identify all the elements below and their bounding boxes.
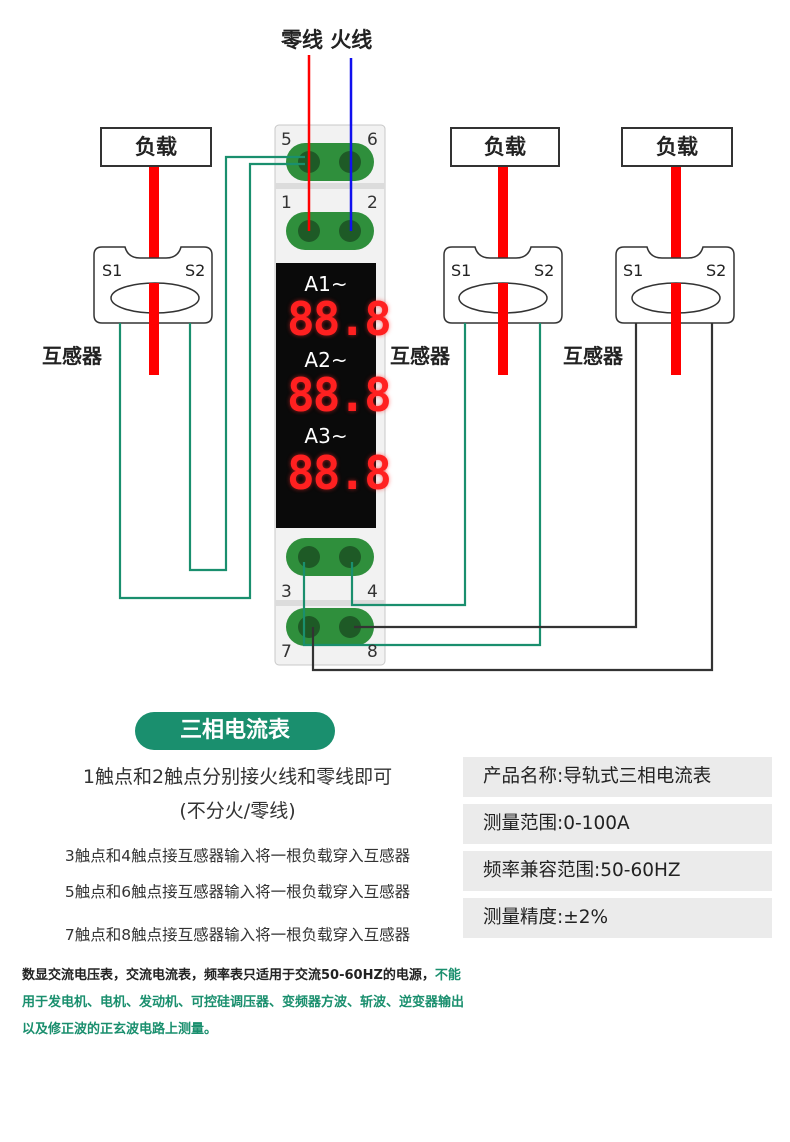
terminal-num-8: 8	[367, 642, 378, 662]
display-digits-a1: 88.8	[287, 292, 392, 346]
ct-2-s2: S2	[534, 261, 555, 280]
note-terminals-7-8: 7触点和8触点接互感器输入将一根负载穿入互感器	[64, 926, 411, 944]
ct-3-wires	[311, 323, 714, 672]
neutral-label: 零线	[281, 28, 323, 52]
warning-part-1: 数显交流电压表，交流电流表，频率表只适用于交流50-60HZ的电源，	[22, 968, 435, 983]
spec-accuracy: 测量精度:±2%	[463, 898, 772, 938]
warning-part-2: 不能用于发电机、电机、发动机、可控硅调压器、变频器方波、斩波、逆变器输出以及修正…	[22, 968, 465, 1037]
display-digits-a3: 88.8	[287, 446, 392, 500]
ct-2-wires	[302, 323, 542, 647]
terminal-num-6: 6	[367, 130, 378, 150]
terminal-num-5: 5	[281, 130, 292, 150]
display-digits-a2: 88.8	[287, 368, 392, 422]
terminal-num-7: 7	[281, 642, 292, 662]
wire-labels: 零线 火线	[281, 24, 372, 54]
display-label-a2: A2~	[304, 348, 348, 372]
terminal-num-3: 3	[281, 582, 292, 602]
note-terminals-5-6: 5触点和6触点接互感器输入将一根负载穿入互感器	[64, 883, 411, 901]
spec-frequency-range: 频率兼容范围:50-60HZ	[463, 851, 772, 891]
spec-measure-range: 测量范围:0-100A	[463, 804, 772, 844]
terminal-num-1: 1	[281, 193, 292, 213]
display-label-a1: A1~	[304, 272, 348, 296]
ct-label-3: 互感器	[563, 344, 623, 368]
ct-1-s2: S2	[185, 261, 206, 280]
ct-3-s2: S2	[706, 261, 727, 280]
load-box-1: 负载	[100, 127, 212, 167]
load-box-2: 负载	[450, 127, 560, 167]
terminal-num-4: 4	[367, 582, 378, 602]
terminal-1-2	[286, 212, 374, 250]
display-label-a3: A3~	[304, 424, 348, 448]
warning-text: 数显交流电压表，交流电流表，频率表只适用于交流50-60HZ的电源，不能用于发电…	[22, 962, 472, 1043]
note-line-1: 1触点和2触点分别接火线和零线即可	[82, 766, 393, 788]
title-pill: 三相电流表	[135, 712, 335, 750]
ct-label-1: 互感器	[42, 344, 102, 368]
ct-2-s1: S1	[451, 261, 472, 280]
wiring-diagram	[93, 55, 735, 672]
load-box-3: 负载	[621, 127, 733, 167]
ct-label-2: 互感器	[390, 344, 450, 368]
ct-1-s1: S1	[102, 261, 123, 280]
live-label: 火线	[330, 28, 373, 52]
display-panel	[276, 263, 376, 528]
ct-3-s1: S1	[623, 261, 644, 280]
ct-1-wires	[118, 155, 305, 600]
terminal-5-6	[286, 143, 374, 181]
note-line-2: (不分火/零线)	[179, 800, 296, 822]
spec-product-name: 产品名称:导轨式三相电流表	[463, 757, 772, 797]
terminal-num-2: 2	[367, 193, 378, 213]
note-terminals-3-4: 3触点和4触点接互感器输入将一根负载穿入互感器	[64, 847, 411, 865]
terminal-3-4	[286, 538, 374, 576]
